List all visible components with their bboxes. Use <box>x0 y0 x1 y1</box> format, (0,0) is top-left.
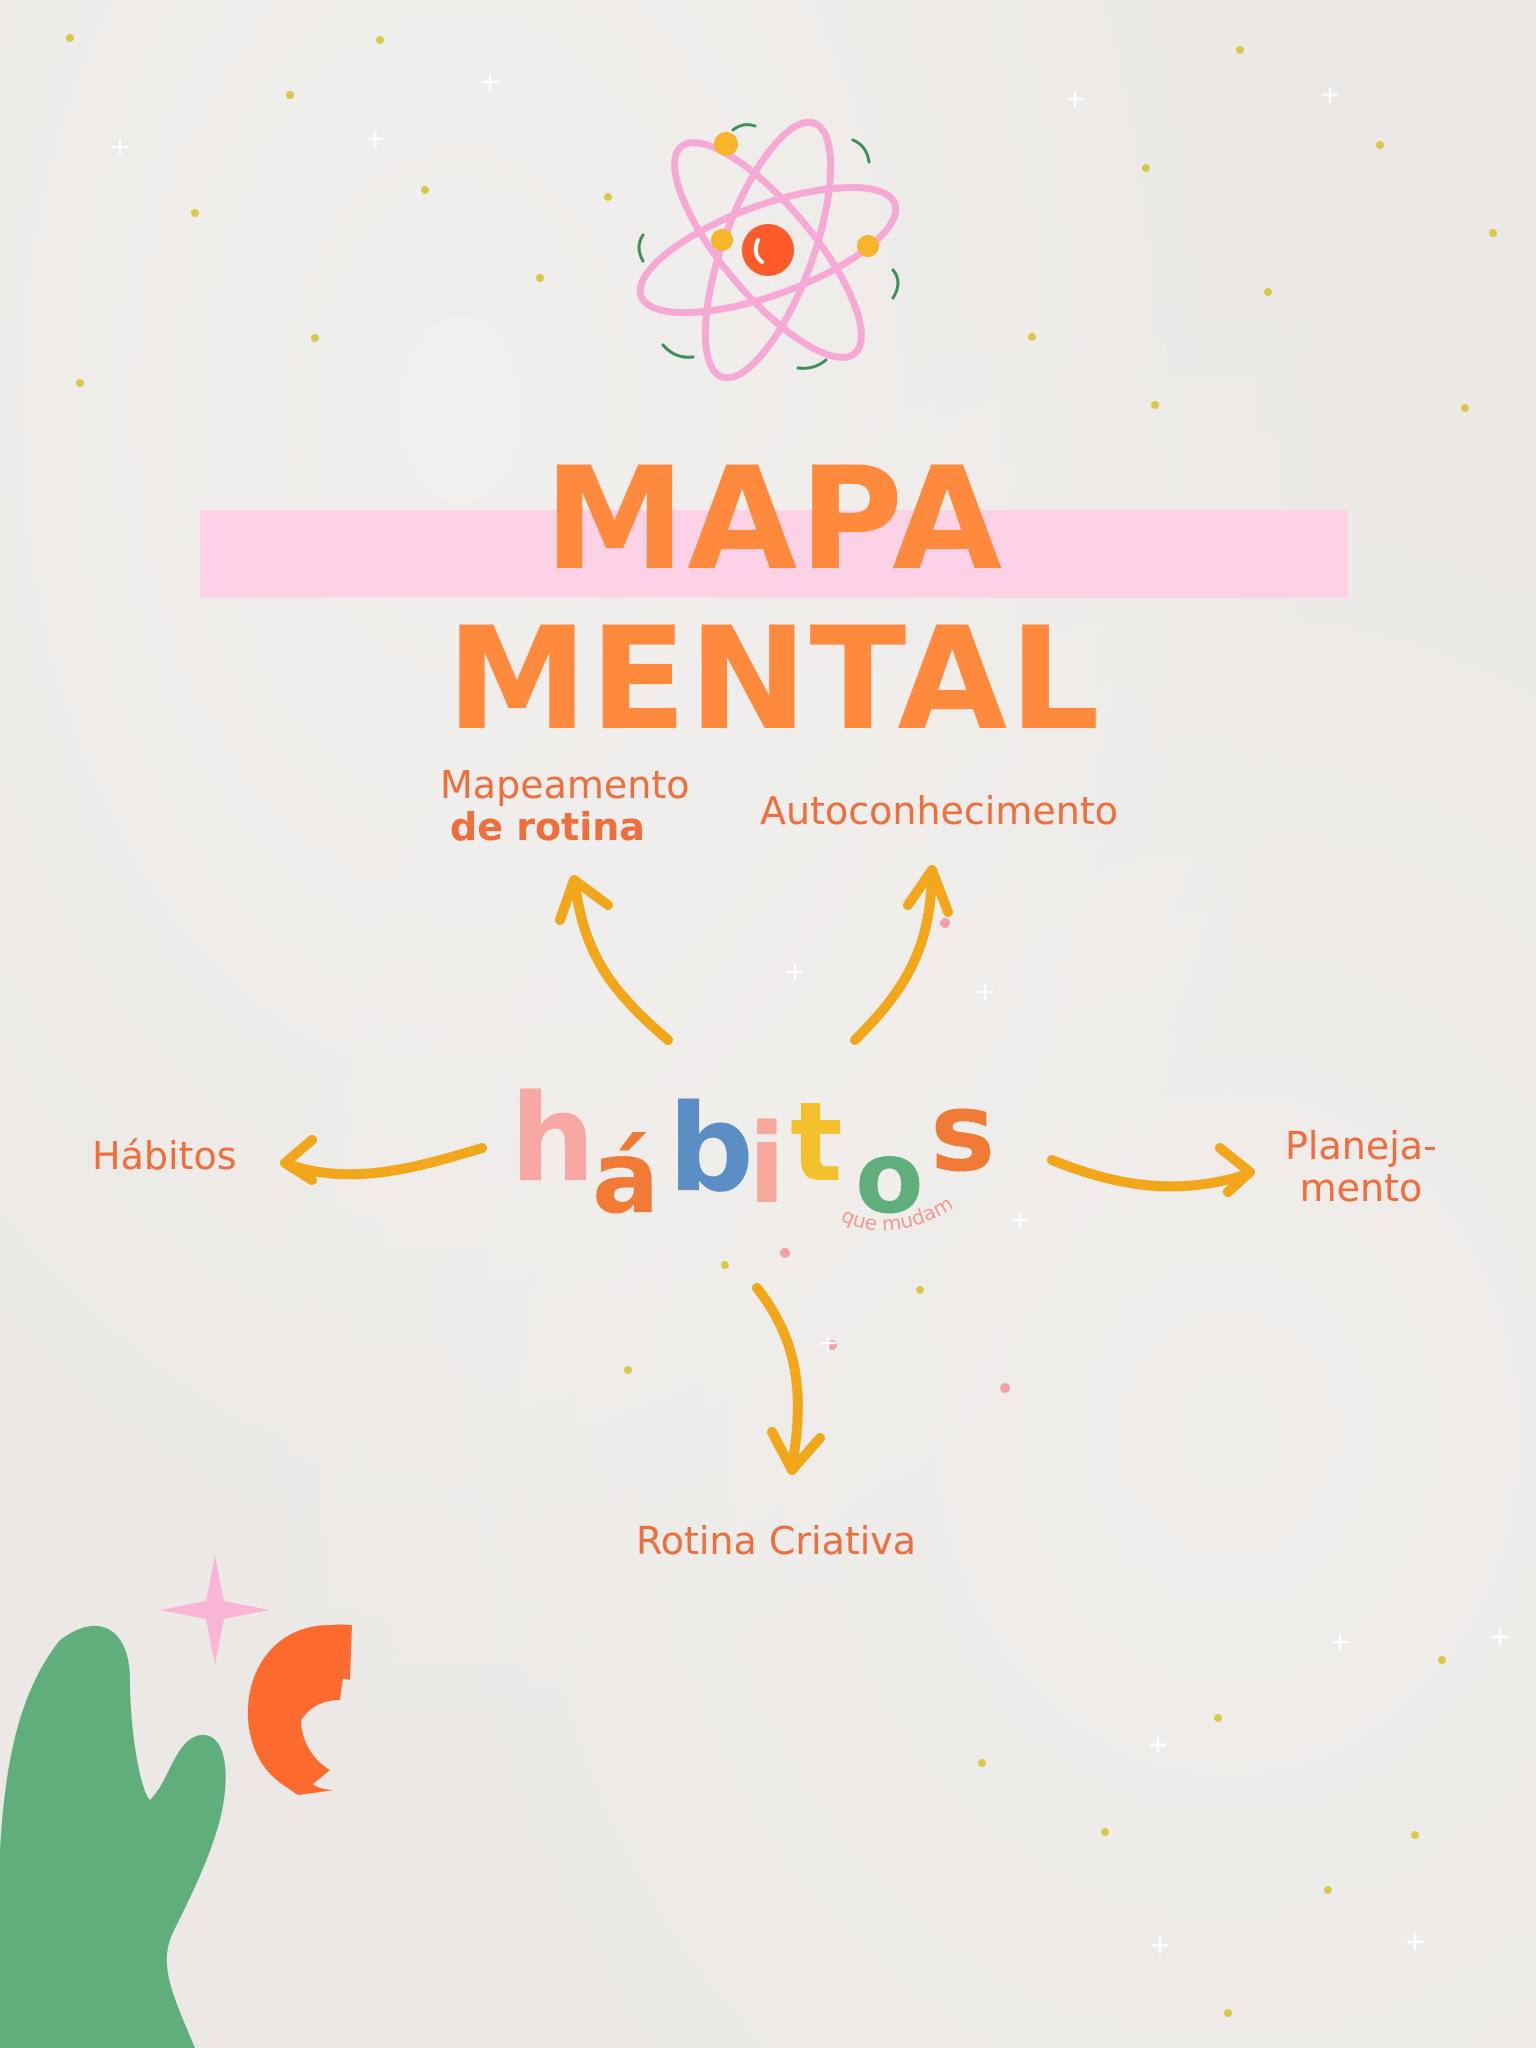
sparkle-stars <box>111 73 1509 1954</box>
arrow-to-autoconhecimento <box>850 865 953 1045</box>
logo-letter-i: i <box>748 1100 786 1228</box>
dot-sprinkles <box>66 34 1497 2017</box>
node-planejamento-line2: mento <box>1299 1166 1423 1210</box>
page-title: MAPA MENTAL <box>446 437 1102 762</box>
arrow-to-mapeamento <box>555 875 673 1045</box>
node-autoconhecimento: Autoconhecimento <box>760 789 1118 833</box>
node-habitos: Hábitos <box>92 1134 237 1178</box>
node-rotina-criativa: Rotina Criativa <box>636 1519 917 1563</box>
arrow-to-habitos-left <box>280 1135 487 1185</box>
orange-crescent-shape <box>247 1624 352 1795</box>
node-mapeamento-line2: de rotina <box>450 805 645 849</box>
arrow-to-planejamento <box>1047 1143 1255 1197</box>
node-planejamento-line1: Planeja- <box>1285 1124 1437 1168</box>
logo-letter-t: t <box>790 1078 843 1206</box>
logo-letter-a: á <box>592 1119 659 1236</box>
central-logo: h á b i t o s que mudam <box>510 1068 995 1236</box>
node-planejamento: Planeja- mento <box>1285 1125 1437 1209</box>
logo-letter-b: b <box>668 1080 754 1219</box>
logo-letter-s: s <box>930 1068 995 1196</box>
pink-dots <box>780 918 1010 1393</box>
title-highlight <box>200 510 1348 598</box>
arrow-to-rotina-criativa <box>752 1283 825 1475</box>
node-mapeamento-de-rotina: Mapeamento de rotina <box>440 764 690 848</box>
arrows <box>280 865 1255 1475</box>
plant-illustration <box>0 1625 226 2048</box>
title-block: MAPA MENTAL <box>200 440 1348 760</box>
logo-letter-o: o <box>855 1119 924 1236</box>
atom-icon <box>636 118 900 382</box>
node-mapeamento-line1: Mapeamento <box>440 763 690 807</box>
pink-sparkle-icon <box>160 1555 270 1665</box>
logo-letter-h: h <box>510 1070 595 1209</box>
